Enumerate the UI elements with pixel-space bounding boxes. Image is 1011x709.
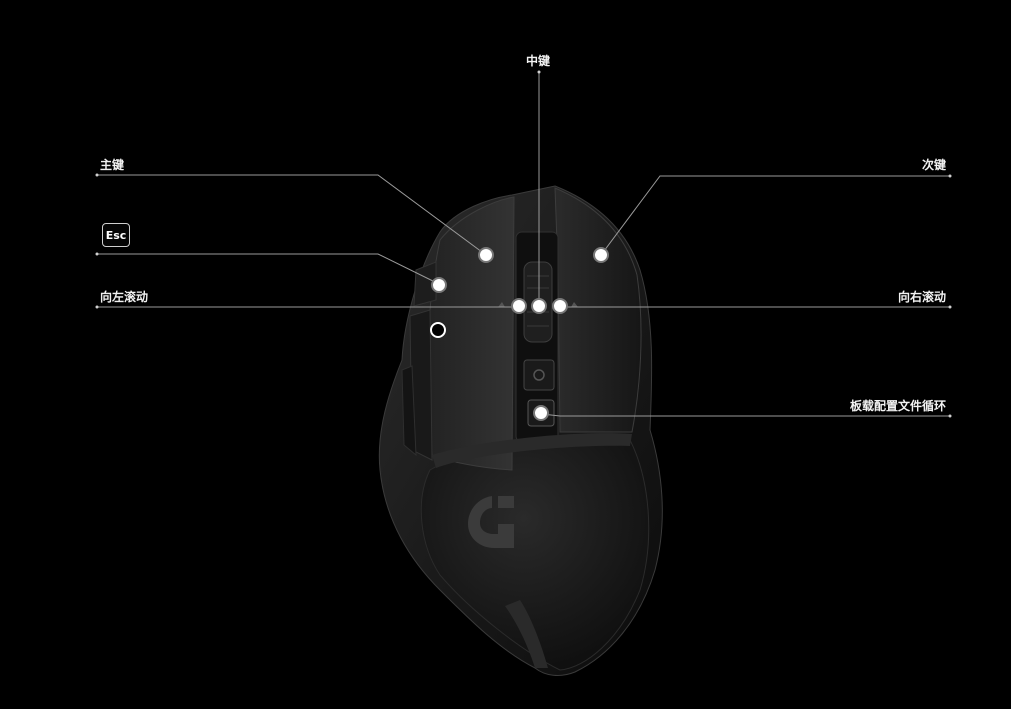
label-middle-button: 中键 bbox=[526, 54, 551, 68]
hotspot-secondary-icon[interactable] bbox=[593, 247, 609, 263]
esc-keycap: Esc bbox=[102, 223, 130, 247]
hotspot-scroll-left-icon[interactable] bbox=[511, 298, 527, 314]
label-profile-cycle: 板载配置文件循环 bbox=[849, 399, 946, 413]
hotspot-middle-icon[interactable] bbox=[531, 298, 547, 314]
mouse-body bbox=[378, 185, 663, 676]
hotspots bbox=[430, 247, 609, 421]
hotspot-primary-icon[interactable] bbox=[478, 247, 494, 263]
hotspot-profile-icon[interactable] bbox=[533, 405, 549, 421]
label-scroll-left: 向左滚动 bbox=[100, 290, 149, 304]
hotspot-esc-icon[interactable] bbox=[431, 277, 447, 293]
leader-endpoints bbox=[95, 70, 952, 418]
logitech-g-logo bbox=[468, 496, 514, 548]
label-primary-button: 主键 bbox=[100, 158, 125, 172]
hotspot-side-ring-icon[interactable] bbox=[430, 322, 446, 338]
label-scroll-right: 向右滚动 bbox=[897, 290, 946, 304]
dpi-button-icon bbox=[533, 369, 545, 381]
hotspot-scroll-right-icon[interactable] bbox=[552, 298, 568, 314]
label-secondary-button: 次键 bbox=[921, 158, 946, 172]
